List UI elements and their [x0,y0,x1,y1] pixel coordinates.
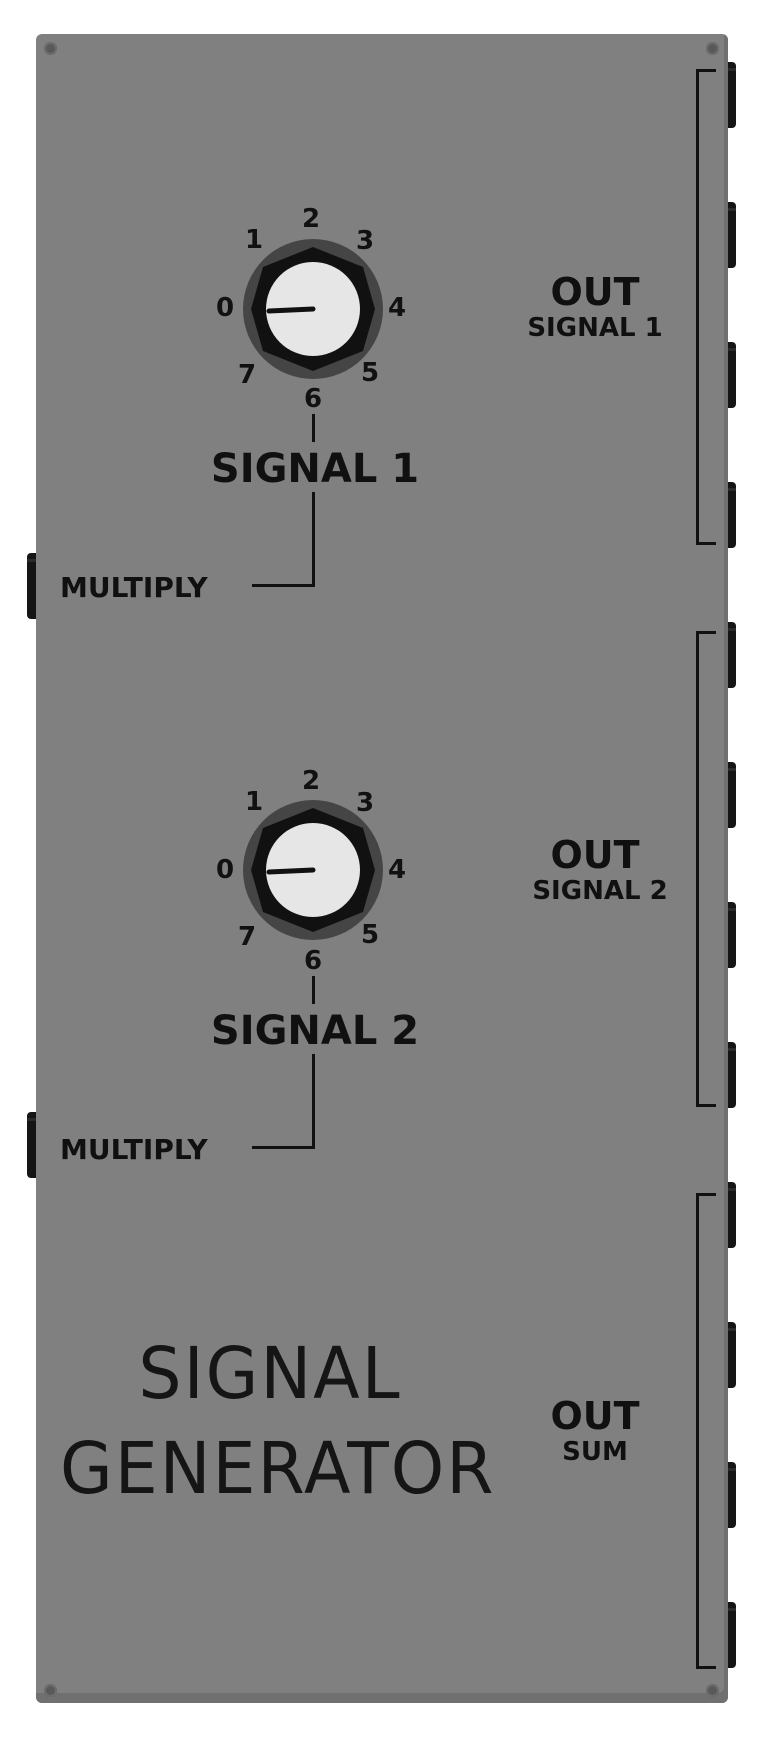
signal-1-connector-top [312,414,315,442]
multiply-input-jack-1[interactable] [27,553,36,619]
signal-2-label: SIGNAL 2 [210,1008,420,1054]
out-sum-heading: OUT [550,1394,640,1438]
signal-1-scale-0: 0 [215,293,235,323]
screw-bottom-left-icon [44,1684,57,1697]
out-sum-jack-c[interactable] [727,1462,736,1528]
out-signal-2-heading: OUT [550,833,640,877]
signal-1-multiply-label: MULTIPLY [60,571,208,604]
out-signal-1-jack-a[interactable] [727,62,736,128]
out-sum-jack-d[interactable] [727,1602,736,1668]
out-signal-2-jack-d[interactable] [727,1042,736,1108]
signal-2-connector-top [312,976,315,1004]
out-signal-1-jack-c[interactable] [727,342,736,408]
signal-1-connector-horizontal [252,584,315,587]
out-signal-2-jack-b[interactable] [727,762,736,828]
out-sum-jack-a[interactable] [727,1182,736,1248]
signal-1-scale-1: 1 [244,225,264,255]
signal-1-knob-pointer [266,306,316,314]
signal-2-scale-6: 6 [303,946,323,976]
signal-2-scale-4: 4 [387,855,407,885]
out-signal-1-jack-d[interactable] [727,482,736,548]
signal-2-scale-0: 0 [215,855,235,885]
out-signal-1-jack-b[interactable] [727,202,736,268]
signal-2-scale-2: 2 [301,766,321,796]
module-title-line-2: GENERATOR [60,1428,496,1511]
signal-2-connector-vertical [312,1054,315,1149]
signal-2-scale-3: 3 [355,788,375,818]
signal-1-scale-7: 7 [237,360,257,390]
signal-1-scale-4: 4 [387,293,407,323]
signal-2-scale-1: 1 [244,787,264,817]
signal-1-connector-vertical [312,492,315,587]
signal-1-scale-6: 6 [303,384,323,414]
out-sum-jack-b[interactable] [727,1322,736,1388]
out-signal-2-sub: SIGNAL 2 [532,876,668,906]
out-signal-2-jack-a[interactable] [727,622,736,688]
signal-2-scale-5: 5 [360,920,380,950]
out-signal-2-jack-c[interactable] [727,902,736,968]
signal-1-scale-2: 2 [301,204,321,234]
screw-top-left-icon [44,42,57,55]
screw-bottom-right-icon [706,1684,719,1697]
out-signal-1-heading: OUT [550,270,640,314]
out-sum-bracket [696,1193,716,1669]
multiply-input-jack-2[interactable] [27,1112,36,1178]
signal-1-scale-3: 3 [355,226,375,256]
screw-top-right-icon [706,42,719,55]
signal-2-connector-horizontal [252,1146,315,1149]
out-signal-2-bracket [696,631,716,1107]
signal-1-scale-5: 5 [360,358,380,388]
out-signal-1-bracket [696,69,716,545]
signal-2-knob[interactable] [243,800,383,940]
module-title-line-1: SIGNAL [138,1333,402,1416]
signal-2-scale-7: 7 [237,922,257,952]
signal-1-knob[interactable] [243,239,383,379]
signal-2-knob-pointer [266,867,316,875]
out-sum-sub: SUM [562,1437,628,1467]
out-signal-1-sub: SIGNAL 1 [527,313,663,343]
signal-2-multiply-label: MULTIPLY [60,1133,208,1166]
signal-1-label: SIGNAL 1 [210,446,420,492]
